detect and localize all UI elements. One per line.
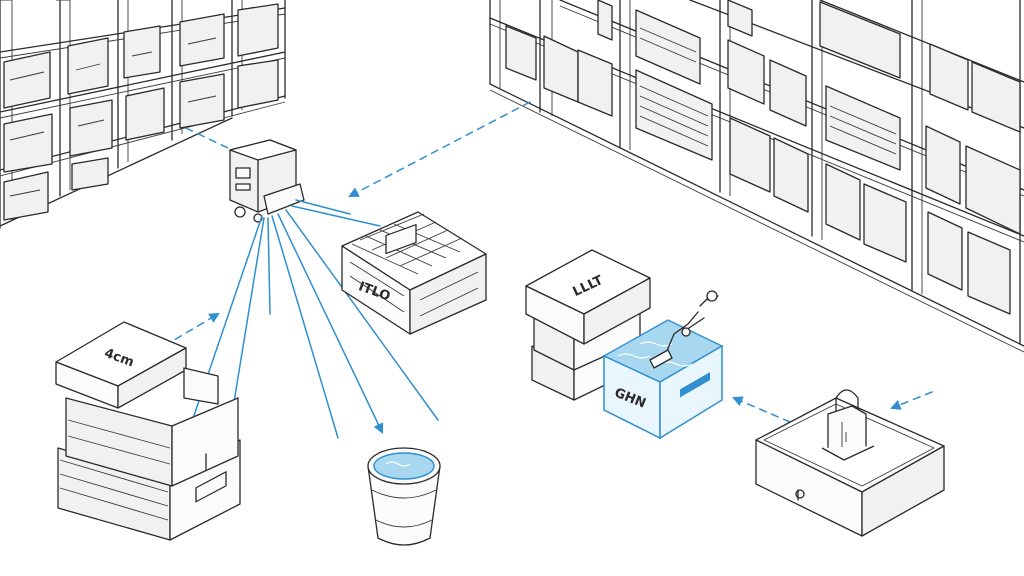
locked-box <box>755 389 945 537</box>
data-flow-lines <box>163 101 933 481</box>
right-shelving-unit <box>489 0 1024 353</box>
scanner-device <box>229 139 305 223</box>
server-crate: ITLO <box>341 211 487 335</box>
left-box-stack: 4cm <box>55 321 241 541</box>
padlock-icon <box>821 389 875 461</box>
left-shelving-unit <box>0 0 286 229</box>
water-crate: GHN <box>602 290 724 440</box>
water-bucket <box>367 447 441 546</box>
